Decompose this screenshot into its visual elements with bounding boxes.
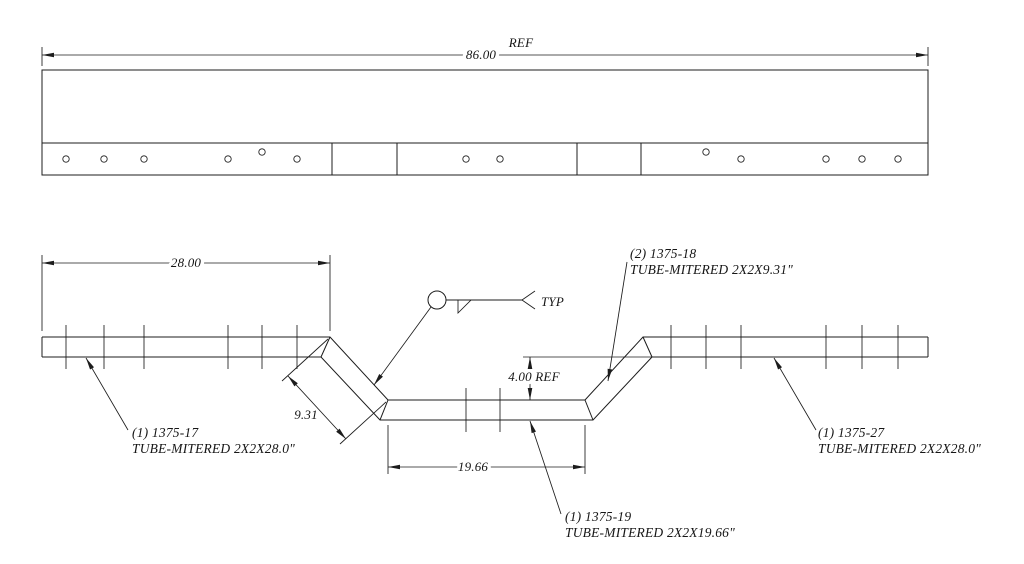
hole-centerlines-left	[65, 325, 298, 369]
hole	[858, 155, 866, 163]
hole	[822, 155, 830, 163]
leader-line	[85, 357, 129, 431]
callout-right-tube: (1) 1375-27 TUBE-MITERED 2X2X28.0"	[773, 357, 981, 456]
dim-text-diagonal: 9.31	[294, 407, 318, 422]
top-view	[41, 69, 929, 176]
weld-all-around-circle-icon	[427, 290, 447, 310]
hole	[894, 155, 902, 163]
weld-tail-line	[521, 290, 536, 301]
leader-line	[373, 306, 432, 386]
callout-description: TUBE-MITERED 2X2X19.66"	[565, 525, 735, 540]
miter-line	[320, 336, 331, 358]
callout-part-number: (2) 1375-18	[630, 246, 696, 261]
callout-description: TUBE-MITERED 2X2X28.0"	[818, 441, 981, 456]
front-view	[41, 325, 929, 432]
hole	[293, 155, 301, 163]
callout-part-number: (1) 1375-17	[132, 425, 199, 440]
weld-tail-line	[521, 299, 536, 310]
extension-line	[281, 338, 329, 382]
dimension-bottom-19-66: 19.66	[387, 425, 586, 478]
hole	[224, 155, 232, 163]
miter-line	[379, 399, 389, 421]
callout-description: TUBE-MITERED 2X2X9.31"	[630, 262, 793, 277]
miter-line	[642, 336, 653, 358]
dim-text-left: 28.00	[171, 255, 202, 270]
hole	[737, 155, 745, 163]
callout-bottom-tube: (1) 1375-19 TUBE-MITERED 2X2X19.66"	[529, 420, 735, 540]
miter-line	[584, 399, 594, 421]
dimension-drop-4: 4.00 REF	[505, 356, 652, 400]
fillet-weld-triangle-icon	[457, 299, 473, 315]
hole	[100, 155, 108, 163]
hole-centerlines-right	[670, 325, 899, 369]
leader-line	[529, 420, 562, 515]
dim-text-drop: 4.00 REF	[508, 369, 560, 384]
hole-pattern	[62, 148, 902, 163]
tube-bottom-edge	[42, 356, 928, 421]
dim-text-overall: 86.00	[466, 47, 497, 62]
hole	[258, 148, 266, 156]
hole	[462, 155, 470, 163]
bar-outline	[41, 69, 929, 176]
callout-diagonal-tubes: (2) 1375-18 TUBE-MITERED 2X2X9.31"	[607, 246, 793, 382]
hole	[140, 155, 148, 163]
dimension-line	[287, 375, 347, 440]
callout-left-tube: (1) 1375-17 TUBE-MITERED 2X2X28.0"	[85, 357, 295, 456]
hole-centerlines-bottom	[465, 388, 501, 432]
dim-text-bottom: 19.66	[458, 459, 489, 474]
dimension-diagonal-9-31: 9.31	[281, 338, 387, 445]
typ-label: TYP	[541, 294, 564, 309]
hole	[702, 148, 710, 156]
leader-line	[607, 261, 628, 382]
callout-part-number: (1) 1375-19	[565, 509, 631, 524]
dimension-left-28: 28.00	[41, 252, 331, 331]
hole	[62, 155, 70, 163]
callout-part-number: (1) 1375-27	[818, 425, 885, 440]
weld-symbol: TYP	[373, 290, 564, 386]
tube-top-edge	[42, 336, 928, 401]
leader-line	[773, 357, 817, 431]
hole	[496, 155, 504, 163]
extension-line	[339, 401, 387, 445]
callout-description: TUBE-MITERED 2X2X28.0"	[132, 441, 295, 456]
dim-ref-label: REF	[508, 35, 534, 50]
dimension-overall-86: 86.00 REF	[41, 35, 929, 66]
